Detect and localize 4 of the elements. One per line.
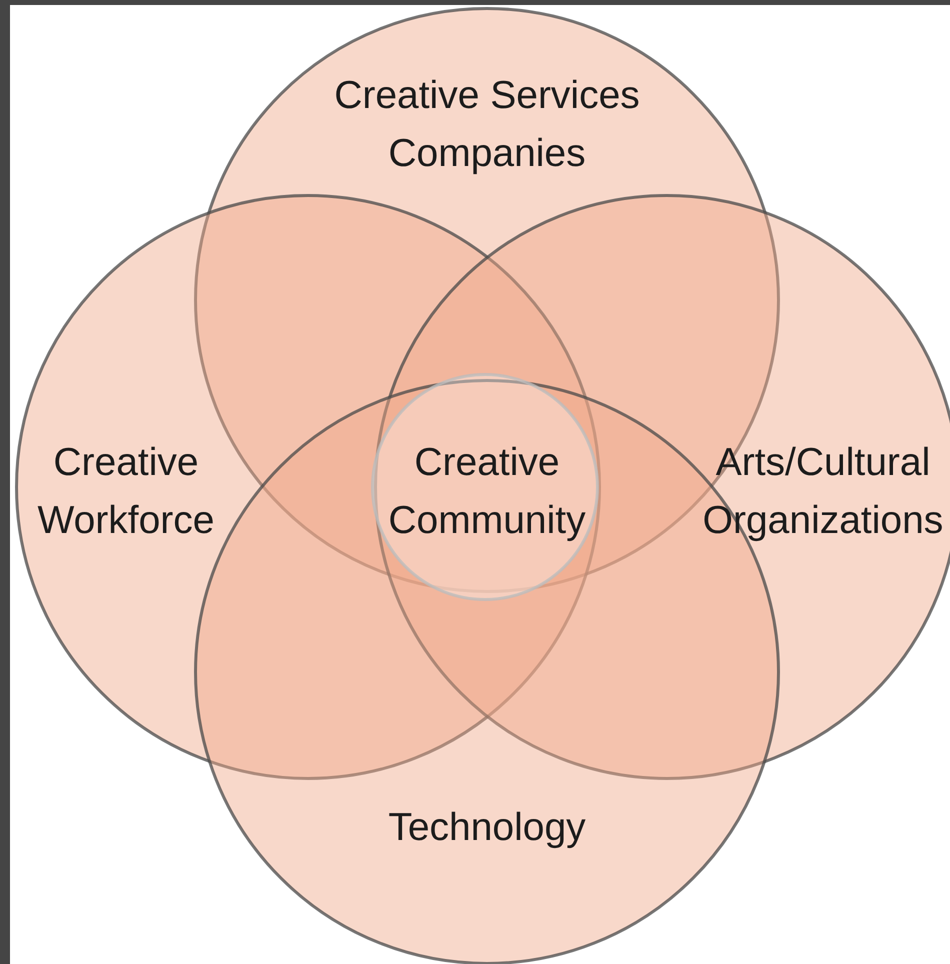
- circle-label: Creative Community: [387, 440, 587, 544]
- circle-label: Creative Services Companies: [333, 73, 641, 177]
- circle-label: Creative Workforce: [36, 440, 216, 544]
- circle-label: Technology: [387, 805, 587, 851]
